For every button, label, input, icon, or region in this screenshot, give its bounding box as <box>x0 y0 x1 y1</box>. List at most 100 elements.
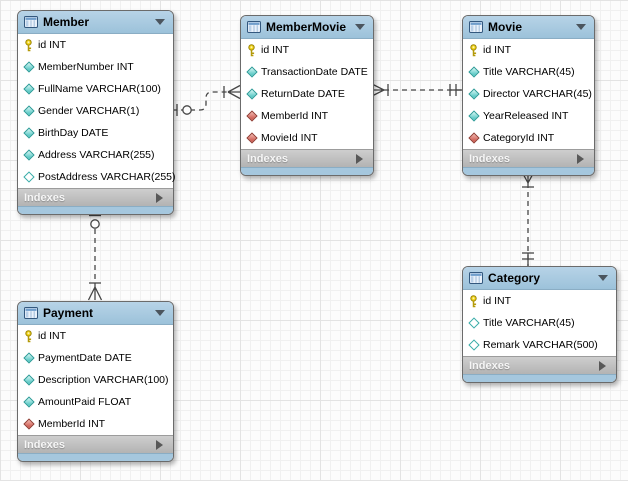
table-footer <box>463 374 616 382</box>
table-member[interactable]: Member id INT MemberNumber INT FullName VA… <box>17 10 176 215</box>
column-row[interactable]: id INT <box>463 290 616 312</box>
indexes-row[interactable]: Indexes <box>463 149 594 167</box>
primary-key-icon <box>468 43 479 57</box>
column-label: MemberId INT <box>38 418 106 430</box>
expand-arrow-icon[interactable] <box>156 192 163 203</box>
relationship-membermovie-movie[interactable] <box>371 83 462 97</box>
column-label: Description VARCHAR(100) <box>38 374 169 386</box>
column-label: CategoryId INT <box>483 132 555 144</box>
relationship-member-payment[interactable] <box>87 211 103 301</box>
column-row[interactable]: TransactionDate DATE <box>241 61 373 83</box>
column-label: YearReleased INT <box>483 110 569 122</box>
column-label: ReturnDate DATE <box>261 88 345 100</box>
table-icon <box>469 272 483 284</box>
column-label: BirthDay DATE <box>38 127 109 139</box>
column-row[interactable]: FullName VARCHAR(100) <box>18 78 173 100</box>
table-header[interactable]: Category <box>463 267 616 290</box>
column-label: Remark VARCHAR(500) <box>483 339 598 351</box>
column-row[interactable]: PaymentDate DATE <box>18 347 173 369</box>
column-label: PaymentDate DATE <box>38 352 132 364</box>
indexes-label: Indexes <box>469 152 510 165</box>
column-required-icon <box>245 66 258 78</box>
column-label: TransactionDate DATE <box>261 66 368 78</box>
column-row[interactable]: id INT <box>18 34 173 56</box>
column-row[interactable]: Address VARCHAR(255) <box>18 144 173 166</box>
column-required-icon <box>22 127 35 139</box>
column-required-icon <box>22 396 35 408</box>
column-row[interactable]: BirthDay DATE <box>18 122 173 144</box>
column-row[interactable]: AmountPaid FLOAT <box>18 391 173 413</box>
indexes-row[interactable]: Indexes <box>18 188 173 206</box>
table-header[interactable]: Movie <box>463 16 594 39</box>
table-membermovie[interactable]: MemberMovie id INT TransactionDate DATE Re… <box>240 15 374 176</box>
column-label: Title VARCHAR(45) <box>483 66 575 78</box>
expand-arrow-icon[interactable] <box>156 439 163 450</box>
column-row[interactable]: PostAddress VARCHAR(255) <box>18 166 176 188</box>
collapse-arrow-icon[interactable] <box>598 275 608 281</box>
column-label: id INT <box>261 44 290 56</box>
indexes-label: Indexes <box>24 191 65 204</box>
column-row[interactable]: CategoryId INT <box>463 127 594 149</box>
table-header[interactable]: MemberMovie <box>241 16 373 39</box>
table-header[interactable]: Member <box>18 11 173 34</box>
indexes-label: Indexes <box>247 152 288 165</box>
expand-arrow-icon[interactable] <box>356 153 363 164</box>
relationship-member-membermovie[interactable] <box>172 84 241 117</box>
column-row[interactable]: Remark VARCHAR(500) <box>463 334 616 356</box>
column-row[interactable]: MemberId INT <box>18 413 173 435</box>
table-title: MemberMovie <box>266 20 347 34</box>
column-label: FullName VARCHAR(100) <box>38 83 161 95</box>
column-required-icon <box>467 110 480 122</box>
column-row[interactable]: ReturnDate DATE <box>241 83 373 105</box>
table-footer <box>18 453 173 461</box>
column-row[interactable]: MovieId INT <box>241 127 373 149</box>
column-row[interactable]: Title VARCHAR(45) <box>463 312 616 334</box>
column-row[interactable]: Director VARCHAR(45) <box>463 83 594 105</box>
column-nullable-icon <box>467 317 480 329</box>
column-row[interactable]: Description VARCHAR(100) <box>18 369 173 391</box>
column-label: id INT <box>483 295 512 307</box>
table-payment[interactable]: Payment id INT PaymentDate DATE Descriptio… <box>17 301 174 462</box>
column-label: Address VARCHAR(255) <box>38 149 155 161</box>
column-required-icon <box>22 83 35 95</box>
table-category[interactable]: Category id INT Title VARCHAR(45) Remark V… <box>462 266 617 383</box>
column-label: MemberNumber INT <box>38 61 134 73</box>
column-label: id INT <box>38 330 67 342</box>
column-label: id INT <box>38 39 67 51</box>
primary-key-icon <box>23 329 34 343</box>
indexes-row[interactable]: Indexes <box>241 149 373 167</box>
collapse-arrow-icon[interactable] <box>155 19 165 25</box>
column-row[interactable]: Title VARCHAR(45) <box>463 61 594 83</box>
column-required-icon <box>467 66 480 78</box>
column-label: id INT <box>483 44 512 56</box>
table-movie[interactable]: Movie id INT Title VARCHAR(45) Director VA… <box>462 15 595 176</box>
column-nullable-icon <box>22 171 35 183</box>
column-row[interactable]: id INT <box>463 39 594 61</box>
table-icon <box>24 16 38 28</box>
table-title: Movie <box>488 20 523 34</box>
indexes-row[interactable]: Indexes <box>18 435 173 453</box>
expand-arrow-icon[interactable] <box>577 153 584 164</box>
foreign-key-icon <box>467 132 480 144</box>
column-row[interactable]: id INT <box>18 325 173 347</box>
column-row[interactable]: YearReleased INT <box>463 105 594 127</box>
indexes-row[interactable]: Indexes <box>463 356 616 374</box>
column-row[interactable]: id INT <box>241 39 373 61</box>
expand-arrow-icon[interactable] <box>599 360 606 371</box>
column-label: MemberId INT <box>261 110 329 122</box>
collapse-arrow-icon[interactable] <box>355 24 365 30</box>
column-label: PostAddress VARCHAR(255) <box>38 171 176 183</box>
column-row[interactable]: Gender VARCHAR(1) <box>18 100 173 122</box>
table-icon <box>247 21 261 33</box>
table-footer <box>18 206 173 214</box>
collapse-arrow-icon[interactable] <box>155 310 165 316</box>
primary-key-icon <box>23 38 34 52</box>
collapse-arrow-icon[interactable] <box>576 24 586 30</box>
foreign-key-icon <box>245 110 258 122</box>
relationship-movie-category[interactable] <box>520 170 536 266</box>
table-header[interactable]: Payment <box>18 302 173 325</box>
column-row[interactable]: MemberNumber INT <box>18 56 173 78</box>
column-row[interactable]: MemberId INT <box>241 105 373 127</box>
